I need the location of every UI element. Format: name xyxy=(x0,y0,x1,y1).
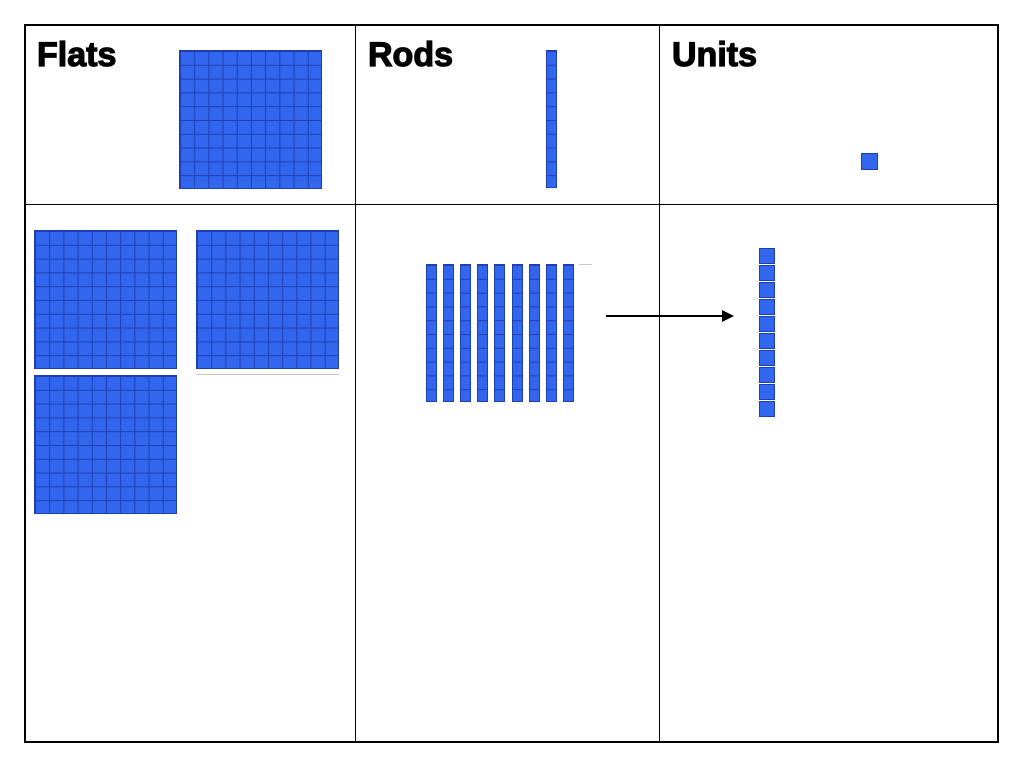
column-divider-2 xyxy=(659,24,660,743)
rod-block xyxy=(477,264,489,402)
rod-block xyxy=(511,264,523,402)
column-divider-1 xyxy=(355,24,356,743)
unit-block xyxy=(759,333,775,349)
flat-block xyxy=(196,230,339,369)
unit-block xyxy=(759,299,775,315)
unit-block xyxy=(759,384,775,400)
rod-edge-line xyxy=(579,264,592,265)
unit-block xyxy=(759,316,775,332)
mat-frame xyxy=(24,24,999,743)
unit-block xyxy=(759,350,775,366)
flat-block-key xyxy=(179,50,322,189)
rod-block xyxy=(494,264,506,402)
rod-block xyxy=(545,264,557,402)
flat-block xyxy=(34,375,177,514)
rod-block xyxy=(562,264,574,402)
rod-block-key xyxy=(546,50,557,188)
rod-block xyxy=(426,264,437,402)
rod-block xyxy=(460,264,472,402)
flats-heading: Flats xyxy=(36,36,117,74)
unit-block-key xyxy=(861,153,878,170)
unit-block xyxy=(759,401,775,417)
rod-block xyxy=(528,264,540,402)
unit-block xyxy=(759,248,775,264)
header-row-divider xyxy=(24,204,999,205)
arrow-right-icon xyxy=(722,310,734,322)
unit-block xyxy=(759,282,775,298)
flat-shadow-line xyxy=(196,374,339,375)
unit-block xyxy=(759,265,775,281)
flat-block xyxy=(34,230,177,369)
rods-heading: Rods xyxy=(367,36,453,74)
units-heading: Units xyxy=(671,36,757,74)
unit-block xyxy=(759,367,775,383)
arrow-shaft xyxy=(606,315,724,317)
rod-block xyxy=(443,264,455,402)
